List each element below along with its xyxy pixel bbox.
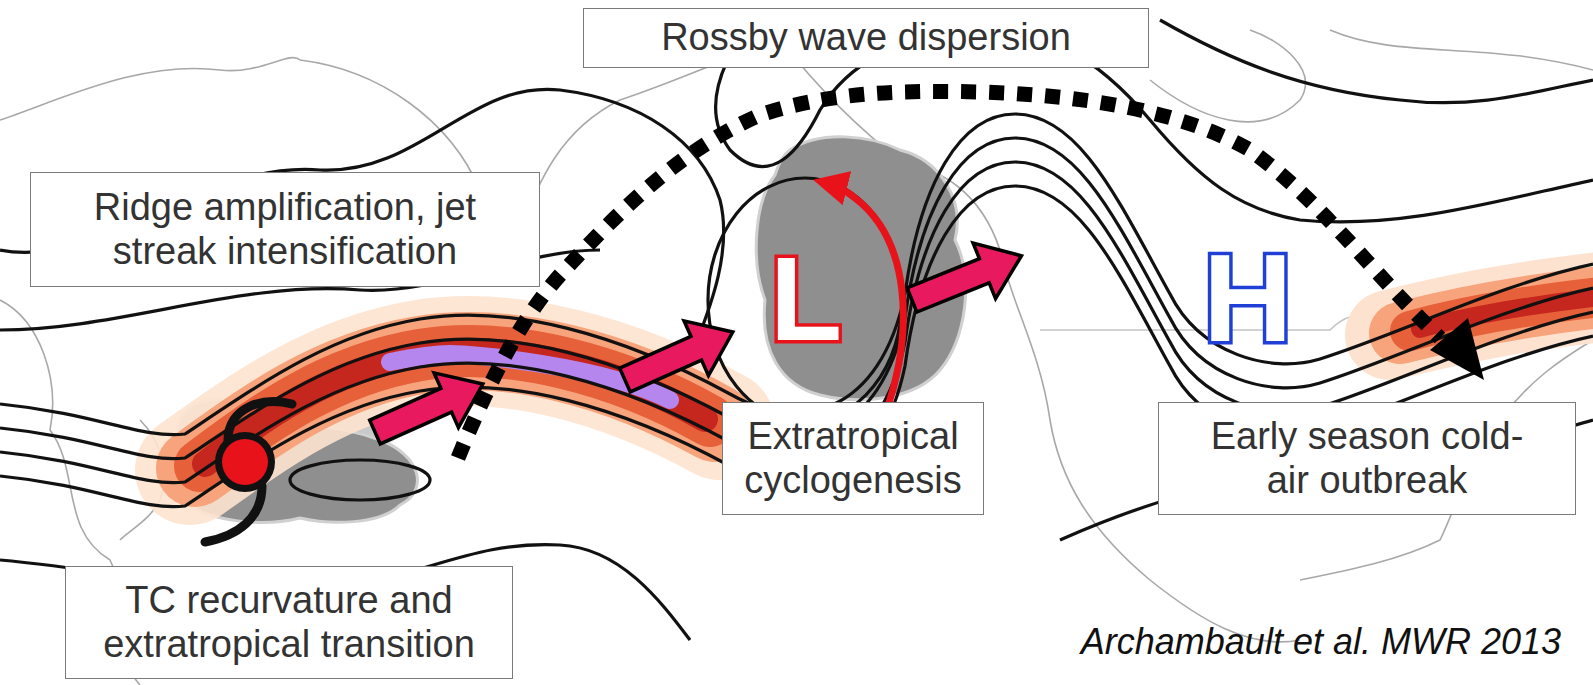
cloud [756,137,965,400]
callout-box: Ridge amplification, jet streak intensif… [30,172,540,287]
jet-band [1400,295,1593,333]
tc-ring [215,432,275,492]
callout-box: Rossby wave dispersion [583,8,1149,68]
callout-box: TC recurvature and extratropical transit… [65,566,513,679]
tc-center [222,439,268,485]
coastline [1330,30,1593,70]
contour [0,114,1593,435]
callout-box: Early season cold-air outbreak [1158,402,1576,515]
pink-arrow [901,228,1033,328]
callout-box: Extratropical cyclogenesis [722,402,984,515]
tc-tail [205,486,262,542]
pink-arrow [363,357,495,460]
box-text: Extratropical cyclogenesis [733,415,973,502]
coastline [0,58,300,120]
wave-arrowhead [1430,318,1484,380]
box-text: TC recurvature and extratropical transit… [94,579,484,666]
contour [1160,20,1593,103]
citation-caption: Archambault et al. MWR 2013 [1081,622,1561,662]
pink-arrow [613,305,745,408]
box-text: Ridge amplification, jet streak intensif… [75,186,495,273]
box-text: Early season cold-air outbreak [1210,415,1525,502]
pressure-center-letter: L [770,240,842,358]
height-contours [0,10,1593,640]
closed-contour [290,460,430,500]
jet-band [1410,295,1593,331]
pressure-center-letter: H [1203,236,1293,360]
box-text: Rossby wave dispersion [596,16,1136,60]
tc-symbol [205,402,292,542]
